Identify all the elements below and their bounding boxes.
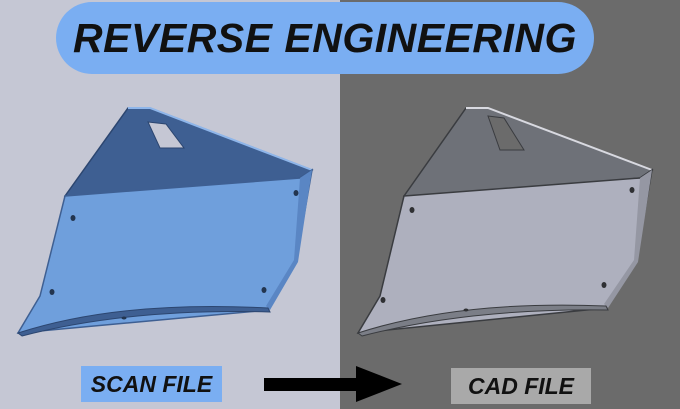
cad-part-bottom-lip bbox=[356, 304, 609, 337]
scan-part-cutout bbox=[147, 121, 185, 149]
cad-part-cutout bbox=[487, 115, 525, 151]
page-title: REVERSE ENGINEERING bbox=[73, 14, 577, 61]
title-banner: REVERSE ENGINEERING bbox=[56, 2, 594, 74]
scan-part-bottom-lip bbox=[16, 305, 271, 337]
scan-file-label: SCAN FILE bbox=[81, 366, 222, 402]
cad-file-label: CAD FILE bbox=[451, 368, 591, 404]
scan-part-image bbox=[16, 107, 314, 337]
arrow-right-icon bbox=[264, 366, 402, 402]
